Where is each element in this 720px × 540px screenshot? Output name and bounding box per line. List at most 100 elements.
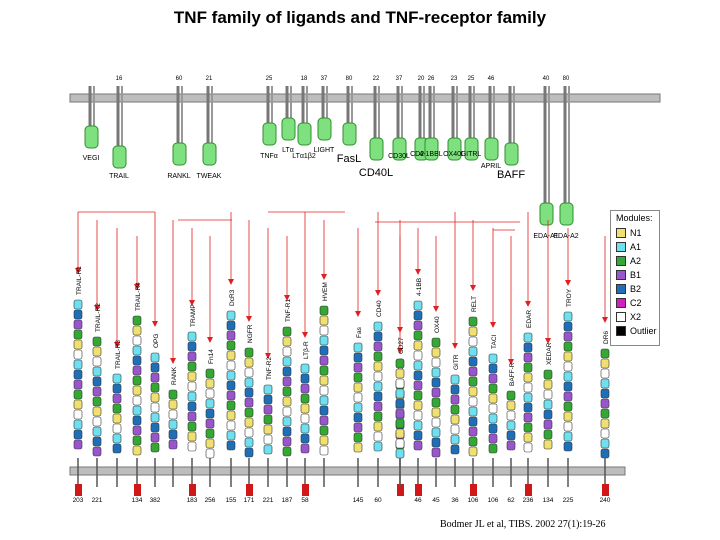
receptor-module	[431, 357, 441, 368]
receptor-module	[187, 441, 197, 452]
receptor-module	[413, 330, 423, 341]
receptor-module	[205, 428, 215, 439]
receptor-module	[543, 369, 553, 380]
receptor-module	[431, 417, 441, 428]
receptor-module	[563, 441, 573, 452]
receptor-module	[450, 374, 460, 385]
arrowhead	[525, 301, 531, 307]
receptor-module	[132, 435, 142, 446]
receptor-module	[187, 391, 197, 402]
receptor-module	[563, 371, 573, 382]
receptor-module	[488, 403, 498, 414]
receptor: 4-1BB 46	[413, 278, 423, 504]
receptor-label: XEDAR	[546, 342, 553, 365]
arrowhead	[433, 306, 439, 312]
receptor-module	[543, 389, 553, 400]
receptor-layer: TRAIL-R1203TRAIL-R2221TRAIL-R3TRAIL-R413…	[73, 266, 611, 504]
arrowhead	[114, 342, 120, 348]
receptor-module	[353, 392, 363, 403]
receptor-module	[73, 379, 83, 390]
receptor-module	[282, 356, 292, 367]
receptor-module	[205, 418, 215, 429]
receptor-module	[244, 407, 254, 418]
receptor-module	[132, 345, 142, 356]
ligand-thd	[262, 122, 277, 146]
receptor-module	[205, 388, 215, 399]
receptor-module	[468, 416, 478, 427]
receptor-module	[488, 363, 498, 374]
arrowhead	[207, 337, 213, 343]
ligand-label: CD40L	[359, 167, 393, 179]
receptor-label: 4-1BB	[416, 278, 423, 296]
receptor-module	[373, 351, 383, 362]
receptor-module	[563, 411, 573, 422]
receptor-module	[92, 356, 102, 367]
receptor-module	[600, 368, 610, 379]
receptor-module	[523, 352, 533, 363]
receptor-module	[373, 421, 383, 432]
ligand-number: 46	[488, 76, 495, 82]
receptor-module	[543, 409, 553, 420]
arrowhead	[284, 295, 290, 301]
receptor-module	[226, 360, 236, 371]
receptor-label: LTβ-R	[303, 341, 310, 359]
receptor-module	[73, 299, 83, 310]
ligand: LTα	[281, 86, 296, 154]
receptor-module	[395, 448, 405, 459]
ligand: BAFF	[497, 86, 525, 181]
receptor-label: DR6	[603, 331, 610, 344]
arrowhead	[508, 359, 514, 365]
receptor-module	[73, 409, 83, 420]
receptor-module	[282, 376, 292, 387]
receptor-module	[319, 335, 329, 346]
arrowhead	[246, 316, 252, 322]
receptor-number: 60	[374, 497, 382, 504]
legend-label: N1	[630, 227, 642, 238]
receptor-module	[353, 422, 363, 433]
receptor-module	[488, 393, 498, 404]
receptor-label: TRAIL-R4	[135, 282, 142, 311]
receptor-module	[413, 420, 423, 431]
receptor-module	[92, 426, 102, 437]
receptor-module	[187, 421, 197, 432]
receptor-module	[413, 350, 423, 361]
receptor-number: 58	[301, 497, 309, 504]
receptor-module	[73, 419, 83, 430]
receptor-module	[563, 351, 573, 362]
receptor-module	[168, 439, 178, 450]
legend-item: Outlier	[616, 325, 657, 336]
receptor-label: TROY	[566, 288, 573, 307]
ligand-label: EDA-A2	[553, 233, 578, 240]
receptor-module	[506, 400, 516, 411]
receptor-module	[187, 381, 197, 392]
receptor-module	[73, 339, 83, 350]
receptor-module	[395, 358, 405, 369]
legend-item: C2	[616, 297, 642, 308]
upper-membrane	[69, 93, 661, 103]
receptor-module	[319, 385, 329, 396]
receptor-module	[523, 362, 533, 373]
receptor-module	[413, 440, 423, 451]
receptor-module	[150, 362, 160, 373]
legend-swatch	[616, 227, 626, 238]
legend-swatch	[616, 325, 626, 336]
receptor-label: TNF-R2	[266, 357, 273, 380]
receptor-module	[468, 406, 478, 417]
receptor-module	[319, 415, 329, 426]
arrowhead	[355, 311, 361, 317]
receptor-module	[205, 438, 215, 449]
receptor-label: TRAIL-R1	[76, 266, 83, 295]
receptor-module	[413, 380, 423, 391]
ligand-number: 80	[346, 76, 353, 82]
receptor-module	[92, 386, 102, 397]
receptor-module	[468, 426, 478, 437]
receptor-number: 46	[414, 497, 422, 504]
